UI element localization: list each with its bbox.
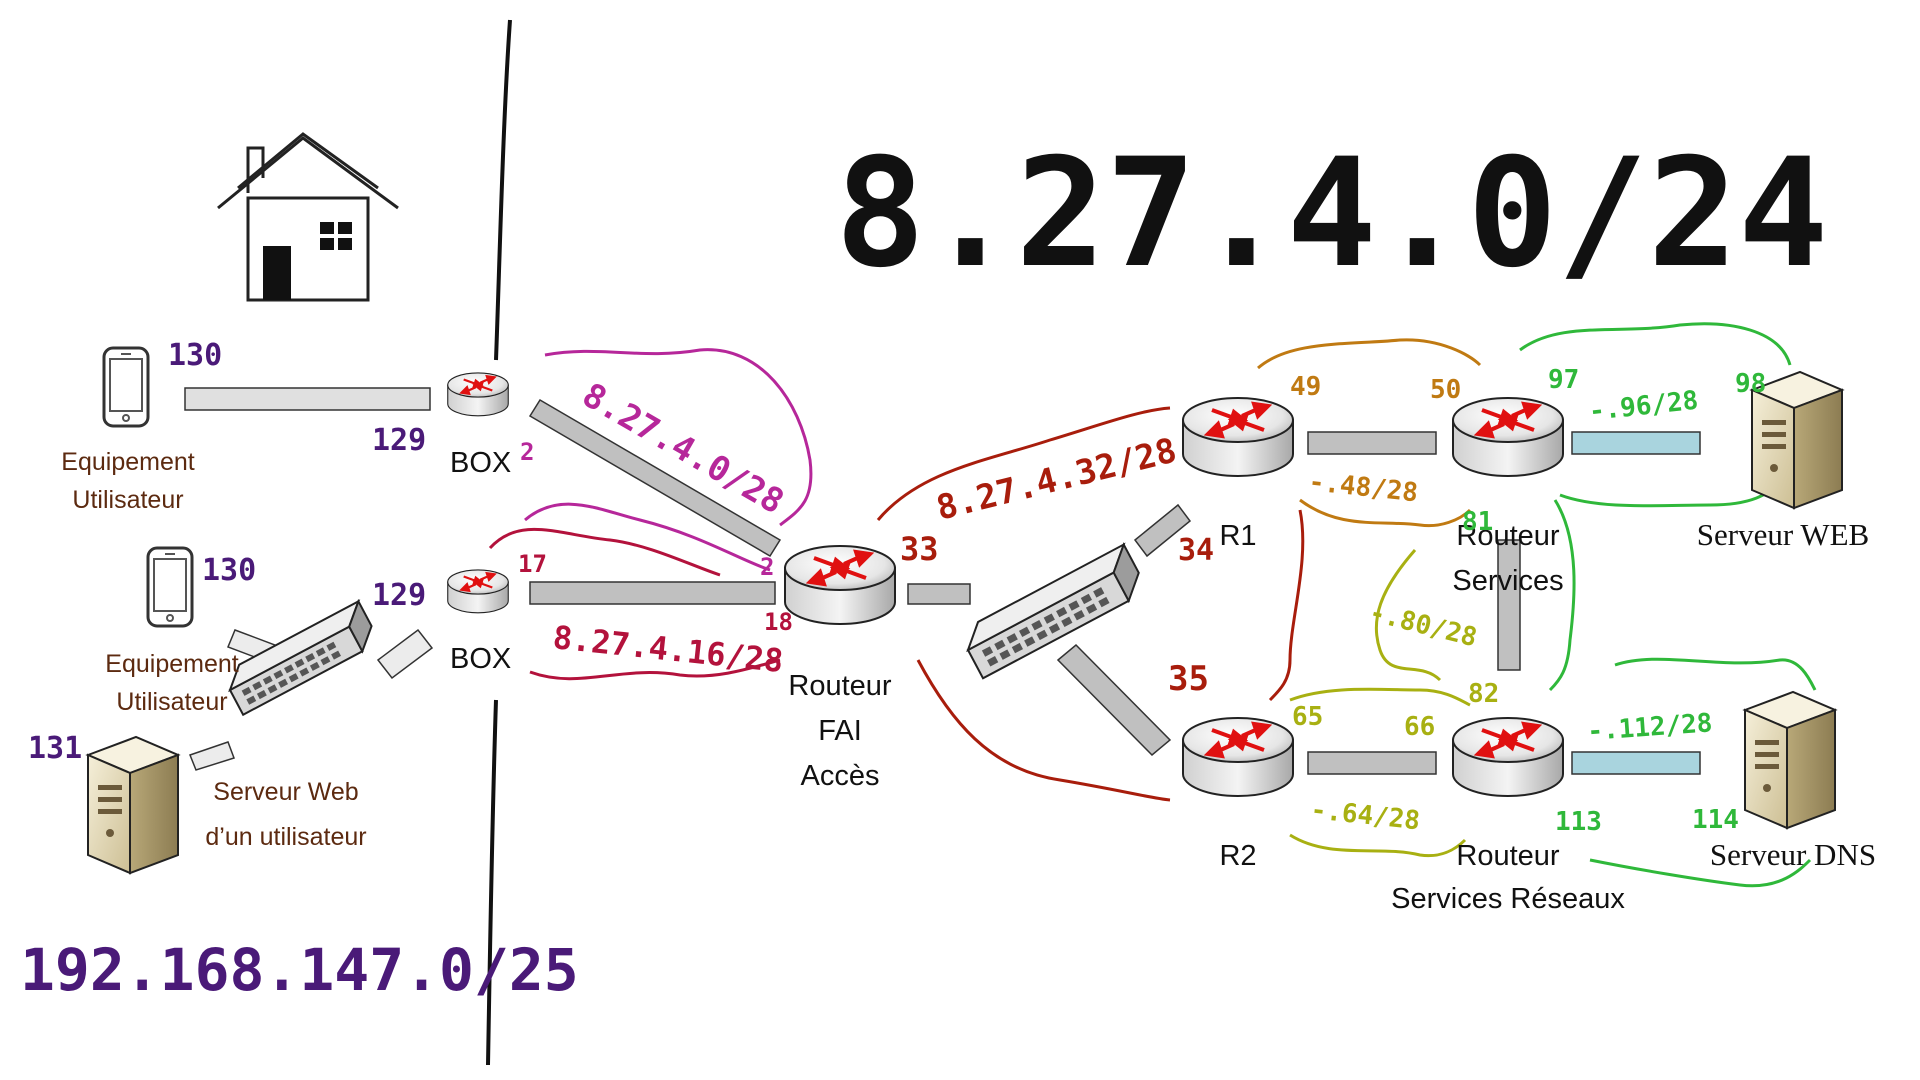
link-rs-web: [1571, 431, 1701, 455]
r1-label: R1: [1219, 520, 1256, 552]
link-fai-switch2: [907, 583, 971, 605]
server-icon: [1744, 691, 1836, 829]
web-server-label: Serveur WEB: [1697, 517, 1869, 552]
network-services-router-label: Routeur: [1456, 840, 1560, 872]
lan-network-label: 192.168.147.0/25: [20, 936, 579, 1004]
host-number: 129: [372, 578, 426, 613]
box-top-label: BOX: [450, 447, 511, 479]
switch-icon: [228, 598, 373, 717]
link-r2-rsr: [1307, 751, 1437, 775]
host-number: 33: [900, 530, 939, 568]
host-number: 97: [1548, 365, 1579, 395]
link-phone1-box1: [184, 387, 431, 411]
router-icon: [446, 371, 510, 417]
router-icon: [1181, 716, 1295, 798]
host-number: 81: [1462, 507, 1493, 537]
router-icon: [1451, 396, 1565, 478]
host-number: 66: [1404, 712, 1435, 742]
host-number: 82: [1468, 679, 1499, 709]
host-number: 113: [1555, 807, 1602, 837]
subnet-label: 8.27.4.32/28: [933, 430, 1181, 528]
page-title: 8.27.4.0/24: [835, 127, 1828, 301]
router-icon: [1181, 396, 1295, 478]
subnet-outlines: [488, 322, 1817, 888]
user-device-2-label: Equipement: [105, 650, 238, 678]
host-number: 130: [168, 338, 222, 373]
link-switch2-r2: [1056, 643, 1172, 757]
router-icon: [1451, 716, 1565, 798]
link-rs-rsr: [1497, 539, 1521, 671]
host-number: 131: [28, 731, 82, 766]
server-icon: [87, 736, 179, 874]
host-number: 129: [372, 423, 426, 458]
subnet-label: -.80/28: [1366, 598, 1480, 654]
host-number: 49: [1290, 372, 1321, 402]
subnet-label: 8.27.4.16/28: [551, 618, 785, 680]
smartphone-icon: [102, 346, 150, 428]
box-bottom-label: BOX: [450, 643, 511, 675]
user-device-1-label: Utilisateur: [72, 486, 183, 514]
subnet-label: -.112/28: [1586, 708, 1713, 747]
link-r1-rs: [1307, 431, 1437, 455]
user-device-1-label: Equipement: [61, 448, 194, 476]
network-services-router-label: Services Réseaux: [1391, 883, 1625, 915]
host-numbers: 130 129 2 130 129 17 131 2 18 33 34 35 4…: [28, 338, 1766, 837]
router-icon: [446, 568, 510, 614]
host-number: 17: [518, 550, 547, 578]
subnet-label: -.96/28: [1588, 386, 1700, 427]
r2-label: R2: [1219, 840, 1256, 872]
host-number: 2: [760, 553, 774, 581]
host-number: 35: [1168, 659, 1209, 699]
link-box1-fai: [528, 398, 782, 558]
services-router-label: Routeur: [1456, 520, 1560, 552]
link-switch2-r1: [1133, 503, 1192, 558]
services-router-label: Services: [1452, 565, 1563, 597]
house-icon: [217, 132, 399, 302]
link-rsr-dns: [1571, 751, 1701, 775]
device-labels: Equipement Utilisateur Equipement Utilis…: [61, 447, 1876, 915]
router-icon: [783, 544, 897, 626]
switch-icon: [966, 542, 1140, 680]
subnet-label: -.48/28: [1307, 467, 1419, 508]
host-number: 65: [1292, 702, 1323, 732]
fai-router-label: Accès: [801, 760, 880, 792]
fai-router-label: FAI: [818, 715, 862, 747]
host-number: 34: [1178, 533, 1214, 568]
host-number: 2: [520, 438, 534, 466]
user-web-server-label: d’un utilisateur: [205, 823, 366, 851]
dns-server-label: Serveur DNS: [1710, 837, 1876, 872]
user-web-server-label: Serveur Web: [213, 778, 358, 806]
host-number: 114: [1692, 805, 1739, 835]
fai-router-label: Routeur: [788, 670, 892, 702]
user-device-2-label: Utilisateur: [116, 688, 227, 716]
link-switch1-server: [189, 741, 235, 771]
link-switch1-box2: [376, 628, 434, 680]
links: [184, 387, 1701, 775]
link-box2-fai: [529, 581, 776, 605]
host-number: 18: [764, 608, 793, 636]
host-number: 98: [1735, 369, 1766, 399]
smartphone-icon: [146, 546, 194, 628]
host-number: 130: [202, 553, 256, 588]
subnet-label: -.64/28: [1309, 795, 1421, 836]
boundary-line: [486, 19, 512, 1066]
host-number: 50: [1430, 375, 1461, 405]
